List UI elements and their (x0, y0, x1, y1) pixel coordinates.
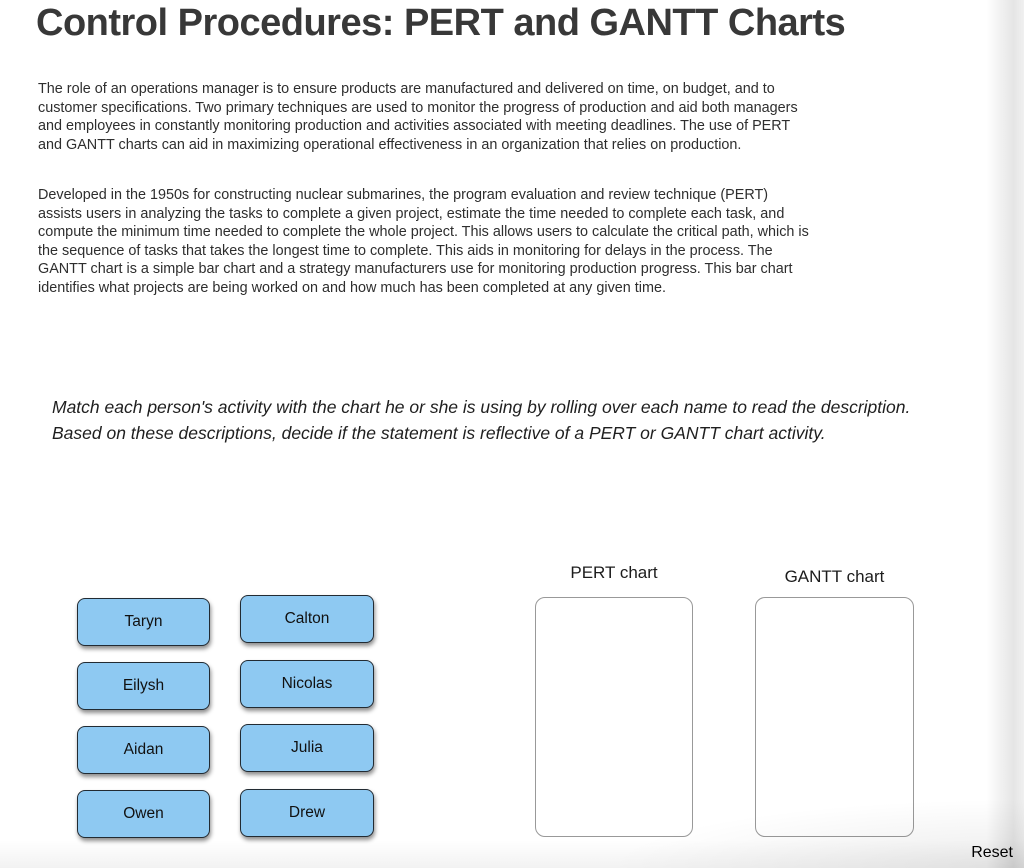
name-tile-eilysh[interactable]: Eilysh (77, 662, 210, 710)
reset-button[interactable]: Reset (971, 844, 1013, 861)
name-tile-julia[interactable]: Julia (240, 724, 374, 772)
intro-paragraph-2: Developed in the 1950s for constructing … (38, 187, 809, 296)
name-tile-owen[interactable]: Owen (77, 790, 210, 838)
page-edge-shading-bottom (0, 840, 1024, 868)
page-title: Control Procedures: PERT and GANTT Chart… (36, 2, 846, 44)
name-tile-calton[interactable]: Calton (240, 595, 374, 643)
pert-chart-dropzone[interactable] (535, 597, 693, 837)
name-tile-aidan[interactable]: Aidan (77, 726, 210, 774)
page-edge-shading-right (986, 0, 1024, 868)
name-tile-drew[interactable]: Drew (240, 789, 374, 837)
pert-chart-label: PERT chart (570, 563, 658, 582)
name-tile-nicolas[interactable]: Nicolas (240, 660, 374, 708)
intro-paragraph-1: The role of an operations manager is to … (38, 81, 798, 153)
gantt-chart-label: GANTT chart (784, 567, 885, 586)
activity-instructions: Match each person's activity with the ch… (52, 397, 911, 443)
gantt-chart-dropzone[interactable] (755, 597, 914, 837)
name-tile-taryn[interactable]: Taryn (77, 598, 210, 646)
